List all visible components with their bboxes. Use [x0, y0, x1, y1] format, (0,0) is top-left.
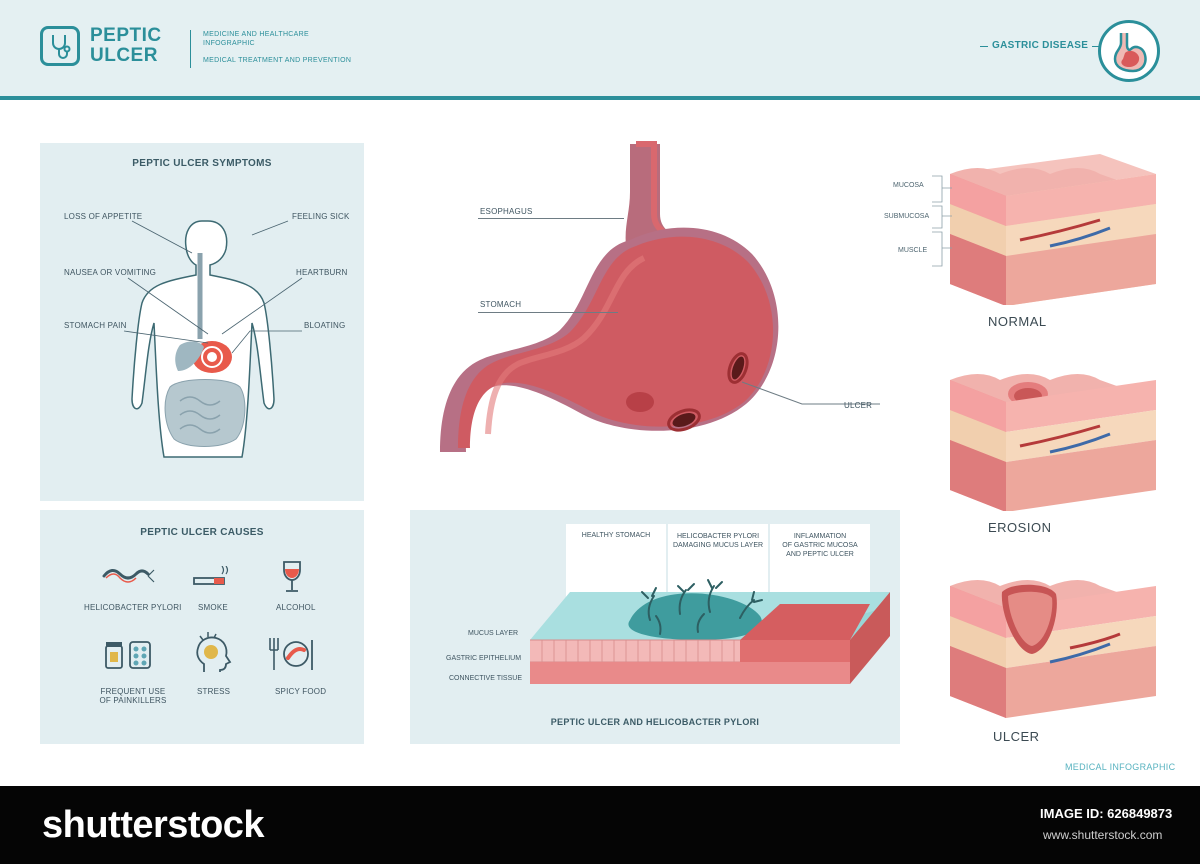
wine-glass-icon — [283, 561, 301, 592]
brand-separator — [190, 30, 191, 68]
tissue-block-ulcer — [950, 580, 1156, 718]
layer-epithelium-label: GASTRIC EPITHELIUM — [446, 655, 522, 662]
column-healthy — [566, 524, 666, 604]
footer-url[interactable]: www.shutterstock.com — [1043, 828, 1163, 842]
mucosa-label: MUCOSA — [893, 182, 924, 189]
esophagus-label: ESOPHAGUS — [480, 207, 533, 216]
cause-smoke: SMOKE — [198, 603, 228, 612]
cigarette-icon — [193, 566, 229, 585]
layer-brackets — [932, 175, 952, 267]
col-inflammation-line3: AND PEPTIC ULCER — [786, 551, 854, 558]
normal-label: NORMAL — [988, 314, 1047, 329]
bacteria-icon — [102, 569, 155, 583]
col-damaging-label: HELICOBACTER PYLORI DAMAGING MUCUS LAYER — [668, 532, 768, 550]
cause-alcohol: ALCOHOL — [276, 603, 316, 612]
brand-line2: ULCER — [90, 45, 158, 66]
brand-title: PEPTIC ULCER — [90, 26, 162, 66]
stomach-label: STOMACH — [480, 300, 522, 309]
col-inflammation-line2: OF GASTRIC MUCOSA — [782, 542, 858, 549]
subtitle-line3: MEDICAL TREATMENT AND PREVENTION — [203, 57, 352, 64]
symptom-feeling-sick: FEELING SICK — [292, 212, 350, 221]
muscle-label: MUSCLE — [898, 247, 928, 254]
col-damaging-line1: HELICOBACTER PYLORI — [676, 533, 760, 540]
stomach-line — [478, 312, 618, 313]
cause-painkillers: FREQUENT USE OF PAINKILLERS — [98, 687, 168, 705]
cause-spicy-food: SPICY FOOD — [275, 687, 327, 696]
badge-label: GASTRIC DISEASE — [988, 40, 1093, 51]
column-inflammation — [770, 524, 870, 604]
brand-line1: PEPTIC — [90, 25, 162, 46]
stethoscope-icon — [40, 26, 80, 66]
body-illustration — [123, 220, 303, 458]
footer-logo[interactable]: shutterstock — [42, 804, 265, 846]
causes-panel — [40, 510, 364, 744]
spicy-food-icon — [269, 638, 313, 670]
symptom-bloating: BLOATING — [304, 321, 346, 330]
col-inflammation-line1: INFLAMMATION — [793, 533, 847, 540]
cause-painkillers-line1: FREQUENT USE — [100, 687, 166, 696]
erosion-label: EROSION — [988, 520, 1052, 535]
header-subtitle: MEDICINE AND HEALTHCARE INFOGRAPHIC MEDI… — [203, 30, 351, 65]
layer-connective-label: CONNECTIVE TISSUE — [449, 675, 522, 682]
subtitle-line2: INFOGRAPHIC — [203, 40, 255, 47]
col-inflammation-label: INFLAMMATION OF GASTRIC MUCOSA AND PEPTI… — [770, 532, 870, 559]
stomach-illustration — [440, 141, 779, 452]
cause-painkillers-line2: OF PAINKILLERS — [99, 696, 167, 705]
symptom-loss-of-appetite: LOSS OF APPETITE — [64, 212, 143, 221]
symptom-stomach-pain: STOMACH PAIN — [64, 321, 127, 330]
symptom-nausea: NAUSEA OR VOMITING — [64, 268, 157, 277]
causes-title: PEPTIC ULCER CAUSES — [140, 527, 264, 538]
subtitle-line1: MEDICINE AND HEALTHCARE — [203, 31, 309, 38]
pills-icon — [105, 641, 151, 669]
tissue-block-erosion — [950, 374, 1156, 511]
cause-helicobacter: HELICOBACTER PYLORI — [84, 603, 182, 612]
cause-stress: STRESS — [197, 687, 231, 696]
ulcer-block-label: ULCER — [993, 729, 1040, 744]
col-damaging-line2: DAMAGING MUCUS LAYER — [672, 542, 764, 549]
symptoms-title: PEPTIC ULCER SYMPTOMS — [132, 158, 272, 169]
header-divider — [0, 96, 1200, 100]
tissue-block-normal — [950, 154, 1156, 305]
layer-mucus-label: MUCUS LAYER — [468, 630, 519, 637]
submucosa-label: SUBMUCOSA — [884, 213, 930, 220]
ulcer-pointer — [741, 381, 880, 405]
ulcer-label: ULCER — [844, 401, 873, 410]
medical-infographic-note: MEDICAL INFOGRAPHIC — [1065, 762, 1176, 772]
footer-image-id: IMAGE ID: 626849873 — [1040, 806, 1173, 821]
stress-head-icon — [196, 632, 232, 672]
mucosa-layers-illustration — [530, 579, 890, 684]
col-healthy-label: HEALTHY STOMACH — [581, 532, 651, 539]
stomach-badge-icon — [1098, 20, 1160, 82]
pylori-title: PEPTIC ULCER AND HELICOBACTER PYLORI — [550, 717, 760, 727]
esophagus-line — [478, 218, 624, 219]
footer-bar — [0, 786, 1200, 864]
symptom-heartburn: HEARTBURN — [296, 268, 348, 277]
